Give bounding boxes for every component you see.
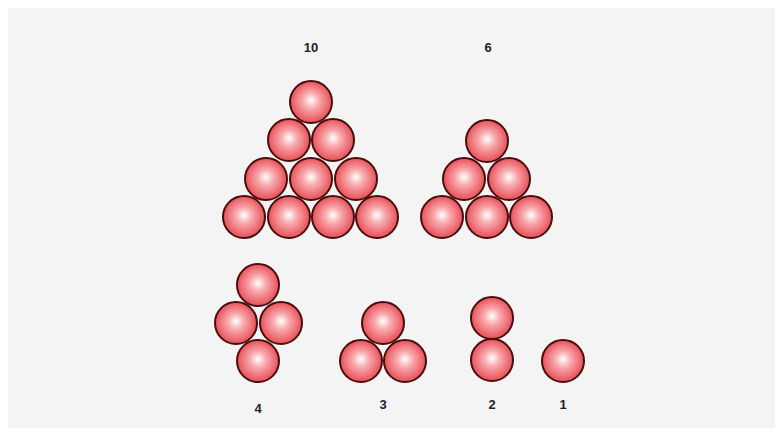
ball [312, 119, 354, 161]
count-label: 6 [484, 41, 491, 54]
ball [335, 158, 377, 200]
ball [268, 119, 310, 161]
count-label: 1 [559, 398, 566, 411]
ball [340, 340, 382, 382]
ball [471, 297, 513, 339]
ball [268, 196, 310, 238]
background-panel [8, 8, 775, 428]
ball [312, 196, 354, 238]
ball [542, 340, 584, 382]
ball [215, 302, 257, 344]
ball [290, 81, 332, 123]
ball [362, 302, 404, 344]
count-label: 3 [379, 398, 386, 411]
count-label: 2 [488, 398, 495, 411]
ball [443, 158, 485, 200]
ball [290, 158, 332, 200]
ball [510, 196, 552, 238]
ball [260, 302, 302, 344]
ball [466, 196, 508, 238]
count-label: 10 [304, 41, 318, 54]
ball [384, 340, 426, 382]
ball [245, 158, 287, 200]
ball [488, 158, 530, 200]
ball [223, 196, 265, 238]
ball [356, 196, 398, 238]
count-label: 4 [254, 402, 261, 415]
ball [237, 264, 279, 306]
ball [466, 120, 508, 162]
ball [237, 340, 279, 382]
ball [421, 196, 463, 238]
ball [471, 339, 513, 381]
